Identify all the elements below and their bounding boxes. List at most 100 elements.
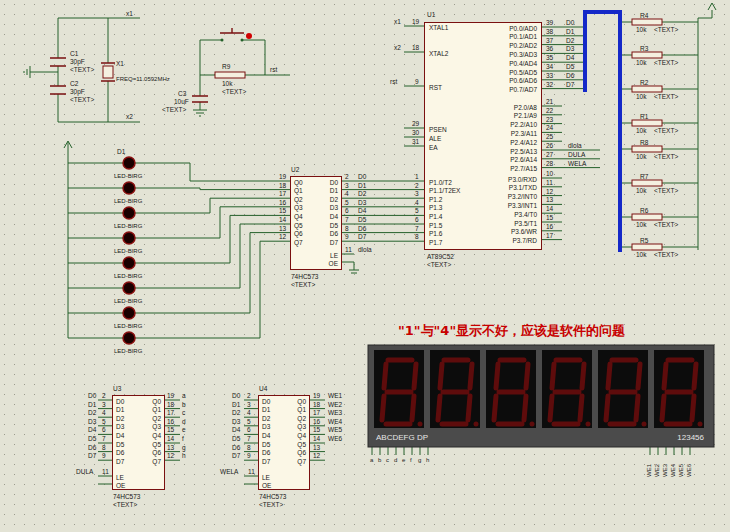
schematic-label: D4 [566,54,574,61]
pin-name: Q4 [152,432,161,439]
schematic-label: LED-BIRG [114,223,142,230]
schematic-label: 3 [345,182,349,189]
schematic-label: 4 [415,199,419,206]
schematic-label: D5 [232,435,240,442]
schematic-label: WE5 [328,426,342,433]
schematic-label: g [182,444,186,451]
schematic-label: 24 [546,124,553,131]
schematic-label: WE6 [328,435,342,442]
schematic-label: D4 [88,426,96,433]
schematic-label: e [182,426,186,433]
schematic-label: 10k [636,59,646,66]
schematic-label: 27 [546,151,553,158]
schematic-label: 19 [412,18,419,25]
schematic-label: LED-BIRG [114,198,142,205]
pin-name: D7 [262,458,270,465]
pin-name: P1.4 [429,213,442,220]
pin-name: D4 [330,213,338,220]
pin-name: P3.7/RD [512,237,537,244]
pin-name: P0.4/AD4 [509,60,537,67]
part-ref: U2 [291,166,299,173]
schematic-label: D2 [88,409,96,416]
pin-name: Q3 [297,423,306,430]
schematic-label: 17 [167,409,174,416]
schematic-label: D7 [232,452,240,459]
schematic-label: 15 [546,214,553,221]
schematic-label: 23 [546,116,553,123]
schematic-label: C2 [70,80,78,87]
schematic-label: 15 [167,426,174,433]
pin-name: D0 [116,398,124,405]
ic-chip: U3D0D1D2D3D4D5D6D7Q0Q1Q2Q3Q4Q5Q6Q7LEOE74… [112,395,165,490]
schematic-label: R1 [640,113,648,120]
schematic-label: 34 [546,63,553,70]
pin-name: P0.3/AD3 [509,51,537,58]
schematic-label: 13 [546,196,553,203]
schematic-label: 5 [345,199,349,206]
pin-name: Q0 [294,179,303,186]
schematic-label: 21 [546,98,553,105]
schematic-label: LED-BIRG [114,248,142,255]
schematic-label: D3 [358,199,366,206]
pin-name: P2.7/A15 [510,165,537,172]
pin-name: Q1 [297,406,306,413]
schematic-label: <TEXT> [654,59,678,66]
schematic-label: WE4 [328,418,342,425]
schematic-label: 30pF [70,58,85,65]
pin-name: ALE [429,135,441,142]
pin-name: <TEXT> [291,281,315,288]
schematic-label: 9 [345,233,349,240]
schematic-label: WE1 [328,392,342,399]
pin-name: EA [429,144,438,151]
pin-name: D0 [330,179,338,186]
schematic-label: x1 [126,10,133,17]
schematic-label: 10 [546,170,553,177]
pin-name: D6 [116,449,124,456]
schematic-label: 15 [313,426,320,433]
schematic-label: a [182,392,186,399]
schematic-label: 13 [279,225,286,232]
schematic-label: 2 [247,392,251,399]
pin-name: PSEN [429,126,447,133]
schematic-label: 13 [167,444,174,451]
pin-name: D0 [262,398,270,405]
schematic-label: 7 [345,216,349,223]
schematic-label: <TEXT> [654,26,678,33]
pin-name: D3 [262,423,270,430]
schematic-label: 17 [313,409,320,416]
schematic-label: f [182,435,184,442]
schematic-label: 11 [345,246,352,253]
pin-name: D1 [116,406,124,413]
pin-name: P3.4/T0 [514,211,537,218]
pin-name: P0.6/AD6 [509,77,537,84]
schematic-label: 29 [412,120,419,127]
schematic-label: c [182,409,185,416]
part-ref: U1 [427,11,435,18]
schematic-label: x2 [126,113,133,120]
schematic-label: D1 [566,28,574,35]
schematic-label: rst [270,66,277,73]
pin-name: Q6 [297,449,306,456]
schematic-label: 26 [546,142,553,149]
schematic-label: DULA [568,151,585,158]
schematic-label: 5 [102,418,106,425]
note-text: "1"与"4"显示不好，应该是软件的问题 [398,324,625,338]
pin-name: P0.5/AD5 [509,69,537,76]
schematic-label: 12 [313,452,320,459]
schematic-label: e [402,457,405,464]
pin-name: 74HC573 [113,493,140,500]
part-ref: U3 [113,385,121,392]
schematic-label: X1 [116,60,124,67]
schematic-label: <TEXT> [222,88,246,95]
schematic-label: 2 [415,182,419,189]
schematic-label: x2 [394,44,401,51]
pin-name: Q7 [152,458,161,465]
schematic-label: 10k [636,153,646,160]
pin-name: OE [262,482,271,489]
pin-name: D5 [116,441,124,448]
schematic-label: 9 [102,452,106,459]
schematic-label: WE4 [670,464,677,477]
schematic-label: 10uF [174,98,189,105]
pin-name: Q6 [294,230,303,237]
schematic-label: d [182,418,186,425]
